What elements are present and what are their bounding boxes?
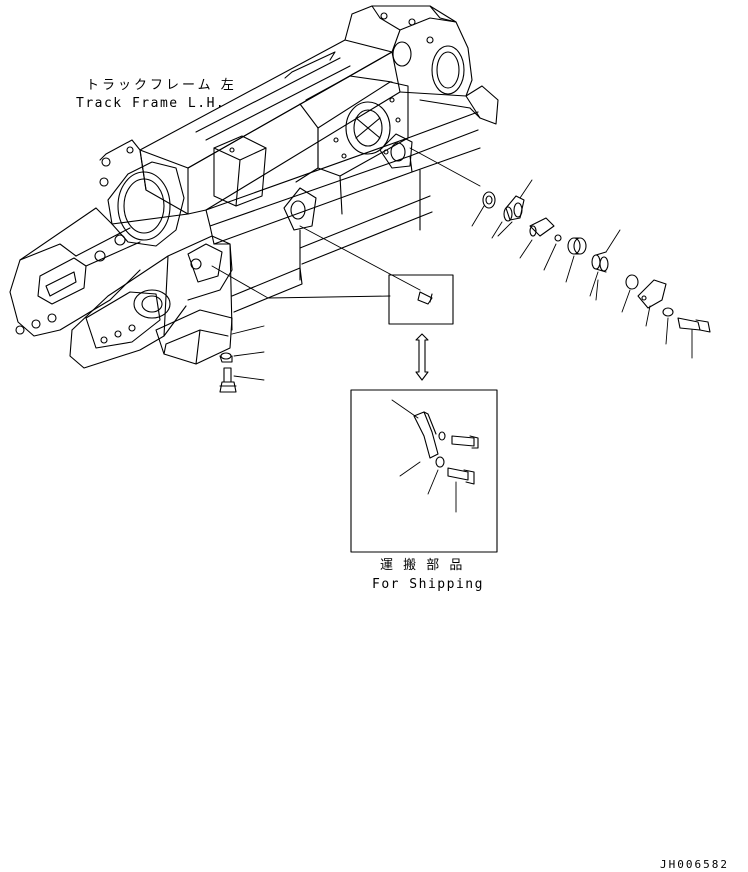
drawing-number: JH006582 — [660, 858, 729, 871]
double-arrow — [416, 334, 428, 380]
guard-plate-assembly — [156, 310, 236, 392]
track-frame-left — [10, 6, 498, 368]
reference-box — [389, 275, 453, 324]
shipping-title-en: For Shipping — [372, 577, 484, 592]
pivot-exploded-parts — [483, 192, 710, 332]
assembly-title-en: Track Frame L.H. — [76, 96, 226, 111]
leader-lines — [212, 148, 692, 380]
assembly-title-jp: トラックフレーム 左 — [86, 78, 237, 93]
shipping-title-jp: 運 搬 部 品 — [380, 558, 466, 573]
shipping-parts-box — [351, 390, 497, 552]
